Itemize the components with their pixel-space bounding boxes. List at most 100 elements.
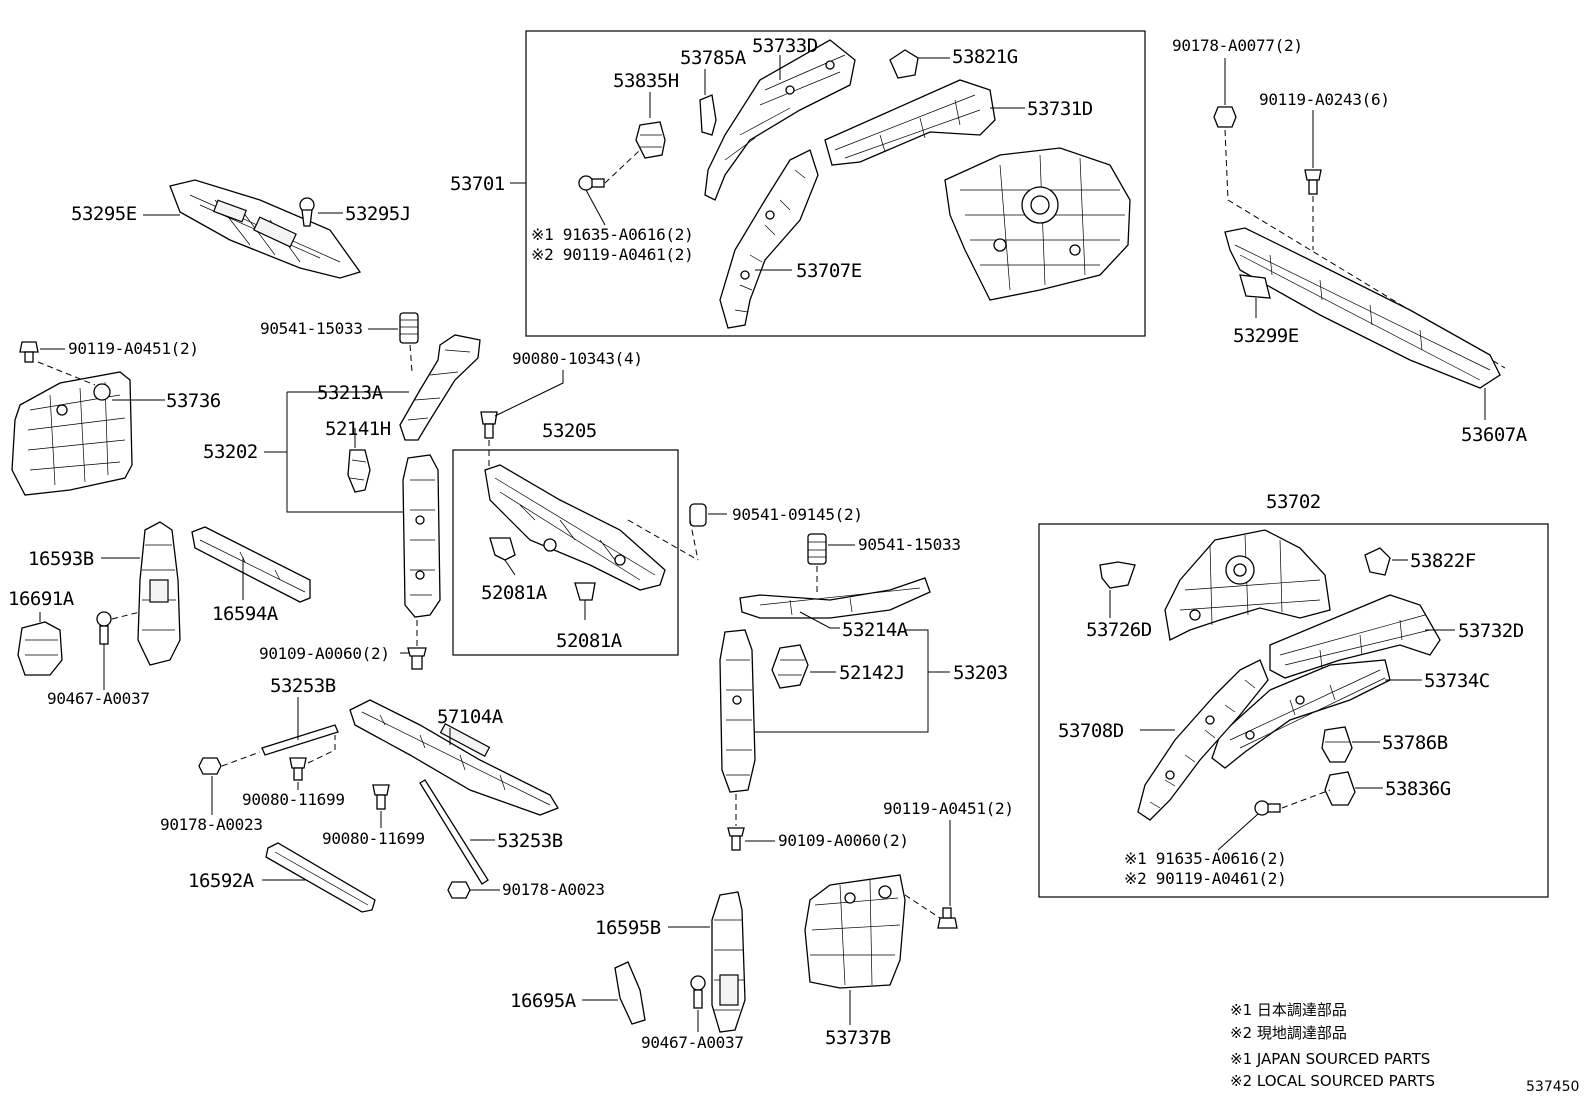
- note-local-sourced-jp: ※2 現地調達部品: [1230, 1024, 1347, 1042]
- part-53822F: [1364, 547, 1391, 576]
- label-90080-10343: 90080-10343(4): [512, 349, 643, 368]
- label-53836G: 53836G: [1385, 778, 1451, 800]
- label-16595B: 16595B: [595, 917, 661, 939]
- label-16593B: 16593B: [28, 548, 94, 570]
- part-53708D: [1137, 659, 1269, 821]
- label-53737B: 53737B: [825, 1027, 891, 1049]
- label-53214A: 53214A: [842, 619, 908, 641]
- part-90541-15033-top-bumper: [399, 312, 419, 344]
- label-90467-A0037-bot: 90467-A0037: [641, 1033, 744, 1052]
- label-90080-11699-b: 90080-11699: [322, 829, 425, 848]
- label-16594A: 16594A: [212, 603, 278, 625]
- label-90541-15033-mid: 90541-15033: [858, 535, 961, 554]
- part-53253B-bottom-rod: [419, 779, 489, 885]
- part-16592A: [265, 842, 376, 913]
- label-53213A: 53213A: [317, 382, 383, 404]
- group-box-53702: [1038, 523, 1549, 898]
- label-90541-09145: 90541-09145(2): [732, 505, 863, 524]
- label-90080-11699-a: 90080-11699: [242, 790, 345, 809]
- part-90467-A0037-bot-clip: [690, 975, 706, 1009]
- label-90178-A0023-bot: 90178-A0023: [502, 880, 605, 899]
- label-53785A: 53785A: [680, 47, 746, 69]
- label-90109-A0060-mid: 90109-A0060(2): [778, 831, 909, 850]
- label-90119-A0243: 90119-A0243(6): [1259, 90, 1390, 109]
- part-53821G: [889, 49, 919, 79]
- label-53253B-bot: 53253B: [497, 830, 563, 852]
- label-53708D: 53708D: [1058, 720, 1124, 742]
- part-16691A: [17, 621, 63, 676]
- label-53203: 53203: [953, 662, 1008, 684]
- label-53707E: 53707E: [796, 260, 862, 282]
- part-53732D: [1269, 594, 1441, 679]
- part-90119-A0451-top-bolt: [19, 341, 39, 363]
- label-53701: 53701: [450, 173, 505, 195]
- part-90109-A0060-left-bolt: [407, 647, 427, 670]
- part-53205-support: [484, 464, 666, 591]
- part-53786B: [1321, 726, 1353, 763]
- label-16691A: 16691A: [8, 588, 74, 610]
- part-53836G: [1324, 771, 1356, 806]
- part-53734C: [1211, 659, 1391, 769]
- part-90178-A0023-left-nut: [198, 757, 222, 775]
- label-53607A: 53607A: [1461, 424, 1527, 446]
- part-90541-15033-mid-bumper: [807, 533, 827, 565]
- part-52142J: [771, 644, 809, 689]
- label-53736: 53736: [166, 390, 221, 412]
- part-53202-pillar: [402, 454, 441, 618]
- part-90178-A0077-nut: [1213, 106, 1237, 128]
- part-16593B: [137, 521, 181, 666]
- label-52081A-2: 52081A: [556, 630, 622, 652]
- label-16695A: 16695A: [510, 990, 576, 1012]
- part-53733D: [704, 39, 856, 201]
- part-52081A-2: [574, 582, 596, 601]
- label-91635-A0616-right: ※1 91635-A0616(2): [1124, 849, 1287, 868]
- part-53214A: [739, 577, 931, 619]
- part-52081A-1: [489, 537, 516, 561]
- label-90119-A0461-right: ※2 90119-A0461(2): [1124, 869, 1287, 888]
- label-53821G: 53821G: [952, 46, 1018, 68]
- label-90119-A0461-top: ※2 90119-A0461(2): [531, 245, 694, 264]
- label-53732D: 53732D: [1458, 620, 1524, 642]
- part-53253B-top-rod: [261, 724, 339, 756]
- part-53607A: [1224, 227, 1501, 389]
- part-53726D: [1099, 561, 1136, 589]
- group-box-53205: [452, 449, 679, 656]
- part-90119-A0243-bolt: [1304, 169, 1322, 195]
- label-53731D: 53731D: [1027, 98, 1093, 120]
- part-53736: [11, 371, 133, 496]
- label-52081A-1: 52081A: [481, 582, 547, 604]
- part-53213A: [399, 334, 481, 441]
- label-53822F: 53822F: [1410, 550, 1476, 572]
- label-52141H: 52141H: [325, 418, 391, 440]
- part-16695A: [614, 961, 646, 1025]
- label-53786B: 53786B: [1382, 732, 1448, 754]
- label-90178-A0023-left: 90178-A0023: [160, 815, 263, 834]
- note-japan-sourced-jp: ※1 日本調達部品: [1230, 1001, 1347, 1019]
- label-90119-A0451-bot: 90119-A0451(2): [883, 799, 1014, 818]
- label-52142J: 52142J: [839, 662, 905, 684]
- label-53702: 53702: [1266, 491, 1321, 513]
- part-91635-A0616-right-bolt: [1254, 800, 1281, 816]
- label-53299E: 53299E: [1233, 325, 1299, 347]
- label-53733D: 53733D: [752, 35, 818, 57]
- label-53734C: 53734C: [1424, 670, 1490, 692]
- part-57104A: [349, 699, 559, 816]
- part-90080-11699-a-bolt: [289, 757, 307, 781]
- part-53785A: [699, 94, 717, 136]
- part-53295J-clip: [299, 197, 315, 227]
- part-53731D: [824, 79, 996, 166]
- label-53253B-top: 53253B: [270, 675, 336, 697]
- label-57104A: 57104A: [437, 706, 503, 728]
- label-90119-A0451-top: 90119-A0451(2): [68, 339, 199, 358]
- label-91635-A0616-top: ※1 91635-A0616(2): [531, 225, 694, 244]
- diagram-id: 537450: [1526, 1079, 1580, 1095]
- label-90541-15033-top: 90541-15033: [260, 319, 363, 338]
- note-japan-sourced-en: ※1 JAPAN SOURCED PARTS: [1230, 1050, 1431, 1068]
- part-53203-pillar: [719, 629, 756, 793]
- part-53701-apron: [944, 147, 1131, 301]
- part-53702-apron: [1164, 529, 1331, 641]
- part-90119-A0451-bot-bolt: [937, 907, 958, 929]
- part-90080-10343-bolt: [480, 411, 498, 439]
- part-16594A: [191, 526, 311, 603]
